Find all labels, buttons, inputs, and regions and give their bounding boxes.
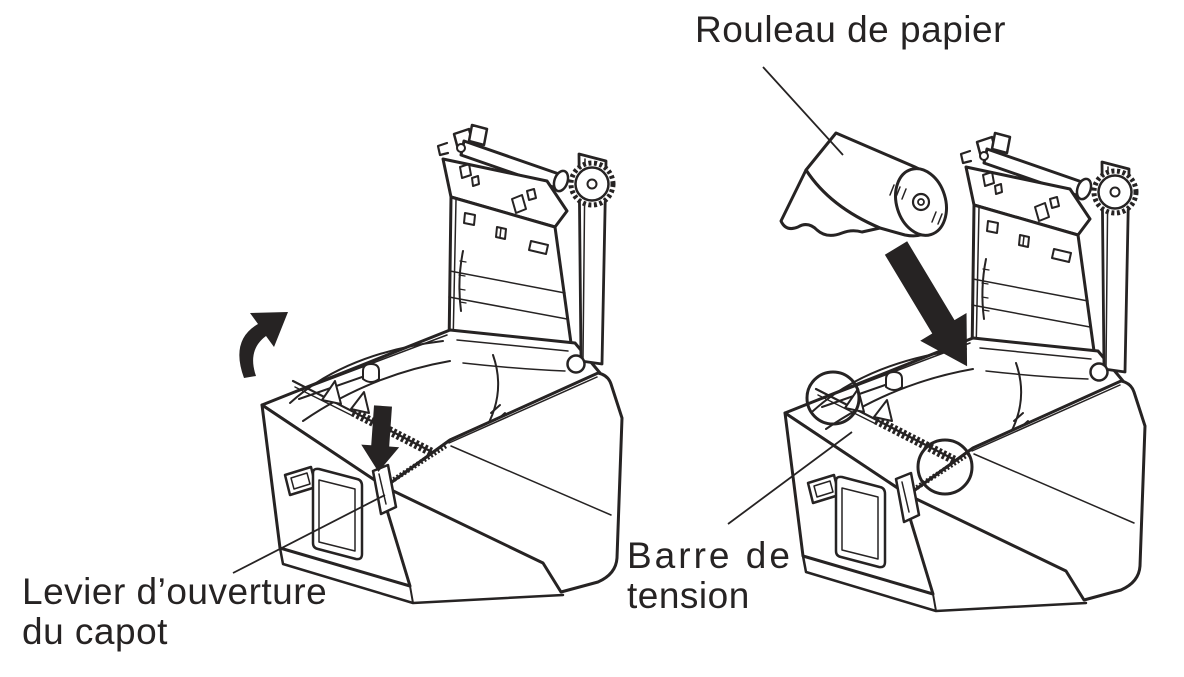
tension-bar-leader-line [727, 431, 853, 525]
paper-roll-label: Rouleau de papier [695, 9, 1006, 50]
cover-lever-leader-line [232, 494, 386, 574]
tension-bar-label: Barre de tension [627, 536, 793, 616]
cover-lever-label-line1: Levier d’ouverture [22, 571, 328, 612]
cover-lever-label-line2: du capot [22, 611, 168, 652]
cover-lever-label: Levier d’ouverture du capot [22, 572, 327, 652]
cover-open-curved-arrow [239, 312, 288, 378]
paper-roll [779, 131, 948, 238]
tension-bar-highlight-circles [805, 370, 974, 496]
tension-bar-label-line2: tension [627, 575, 750, 616]
tension-bar-label-line1: Barre de [627, 535, 793, 576]
paper-roll-leader-line [762, 66, 844, 156]
